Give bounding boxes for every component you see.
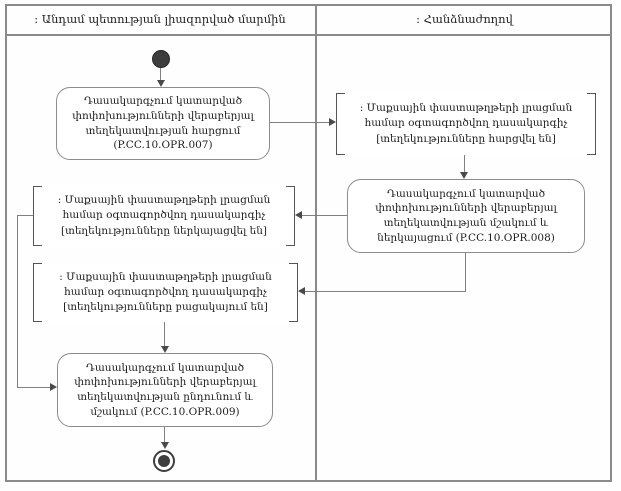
object-bracket-left: [33, 186, 42, 246]
arrowhead-icon: [157, 80, 165, 87]
activity-node-opr007: Դասակարգչում կատարված փոփոխությունների վ…: [56, 87, 270, 160]
edge-start-to-request: [160, 68, 161, 81]
activity-node-opr009: Դասակարգչում կատարված փոփոխությունների վ…: [57, 353, 273, 427]
swimlane-divider: [315, 4, 317, 482]
edge-requested-to-process: [464, 155, 465, 173]
edge-receive-to-final: [164, 427, 165, 443]
final-node-dot: [158, 455, 170, 467]
object-label: : Մաքսային փաստաթղթերի լրացման համար օգտ…: [57, 194, 271, 237]
arrowhead-icon: [298, 287, 305, 295]
edge-process-to-missing-vertical: [465, 253, 466, 292]
object-label: : Մաքսային փաստաթղթերի լրացման համար օգտ…: [59, 270, 272, 314]
swimlane-title: : Անդամ պետության լիազորված մարմին: [34, 12, 286, 26]
object-bracket-right: [587, 93, 596, 155]
object-bracket-left: [33, 263, 42, 322]
object-node-requested: : Մաքսային փաստաթղթերի լրացման համար օգտ…: [336, 93, 596, 155]
final-activity-node: [153, 450, 175, 472]
arrowhead-icon: [161, 346, 169, 353]
arrowhead-icon: [295, 211, 302, 219]
edge-presented-to-receive-h1: [17, 215, 33, 216]
object-bracket-right: [289, 263, 298, 322]
diagram-frame: [5, 4, 612, 482]
object-label: : Մաքսային փաստաթղթերի լրացման համար օգտ…: [359, 102, 573, 145]
swimlane-title: : Հանձնաժողով: [416, 12, 513, 26]
activity-label: Դասակարգչում կատարված փոփոխությունների վ…: [375, 187, 557, 244]
edge-process-to-missing-horizontal: [304, 291, 466, 292]
object-bracket-right: [286, 186, 295, 246]
activity-label: Դասակարգչում կատարված փոփոխությունների վ…: [72, 95, 254, 152]
object-node-presented: : Մաքսային փաստաթղթերի լրացման համար օգտ…: [33, 186, 295, 246]
initial-node: [152, 50, 170, 68]
arrowhead-icon: [460, 172, 468, 179]
activity-node-opr008: Դասակարգչում կատարված փոփոխությունների վ…: [347, 179, 585, 253]
edge-presented-to-receive-vertical: [17, 215, 18, 388]
arrowhead-icon: [50, 383, 57, 391]
swimlane-header-authorized-body: : Անդամ պետության լիազորված մարմին: [5, 4, 315, 36]
object-bracket-left: [336, 93, 345, 155]
arrowhead-icon: [161, 442, 169, 449]
edge-process-to-presented: [302, 215, 347, 216]
activity-label: Դասակարգչում կատարված փոփոխությունների վ…: [74, 361, 256, 418]
edge-missing-to-receive: [164, 322, 165, 347]
swimlane-header-commission: : Հանձնաժողով: [317, 4, 612, 36]
arrowhead-icon: [329, 118, 336, 126]
edge-presented-to-receive-h2: [17, 387, 51, 388]
edge-request-to-requested: [270, 122, 330, 123]
object-node-missing: : Մաքսային փաստաթղթերի լրացման համար օգտ…: [33, 263, 298, 322]
